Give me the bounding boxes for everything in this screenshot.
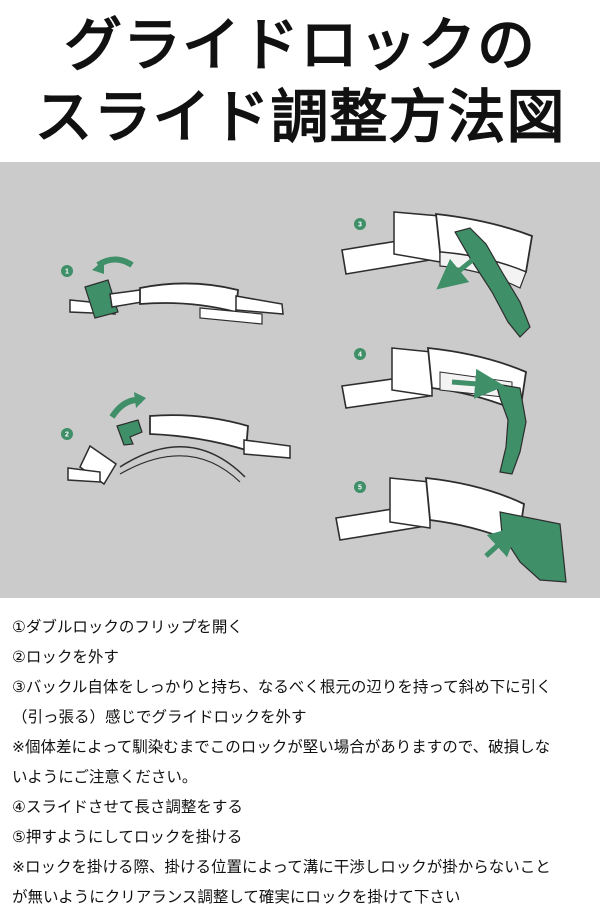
step-4-badge-label: 4 (358, 352, 362, 359)
step-4-arrow-icon (451, 368, 505, 399)
instruction-line: ④スライドさせて長さ調整をする (12, 798, 243, 816)
step-3-figure: 3 (341, 211, 534, 338)
instruction-line: ③バックル自体をしっかりと持ち、なるべく根元の辺りを持って斜め下に引く (12, 678, 552, 696)
step-1-figure: 1 (61, 256, 284, 325)
instruction-line: ②ロックを外す (12, 648, 119, 666)
step-2-badge-label: 2 (65, 432, 69, 439)
step-1-badge-label: 1 (65, 269, 69, 276)
step-2-lock-piece (116, 419, 143, 446)
step-1-badge (61, 265, 73, 277)
step-5-arrow-icon (484, 525, 520, 558)
step-5-bracelet-links (499, 511, 567, 583)
step-5-badge-label: 5 (358, 485, 362, 492)
step-1-flip-piece (84, 279, 119, 319)
step-3-badge-label: 3 (358, 222, 362, 229)
instruction-line: ①ダブルロックのフリップを開く (12, 618, 243, 636)
step-2-badge (61, 428, 73, 440)
step-3-bracelet-links (454, 227, 531, 338)
instruction-line: ※ロックを掛ける際、掛ける位置によって溝に干渉しロックが掛からないこと (12, 858, 551, 876)
step-5-badge (354, 481, 366, 493)
instruction-line: ※個体差によって馴染むまでこのロックが堅い場合がありますので、破損しな (12, 738, 551, 756)
step-4-figure: 4 (341, 346, 527, 475)
step-4-bracelet-links (495, 383, 527, 475)
step-5-figure: 5 (335, 476, 567, 583)
title-line-2: スライド調整方法図 (34, 83, 566, 151)
diagram-illustration: 1 2 3 (61, 211, 567, 583)
instruction-line: ⑤押すようにしてロックを掛ける (12, 828, 243, 846)
instruction-line: いようにご注意ください。 (12, 768, 198, 786)
step-2-figure: 2 (61, 392, 291, 486)
title-line-1: グライドロックの (63, 11, 536, 79)
step-3-arrow-icon (436, 255, 478, 290)
instruction-line: （引っ張る）感じでグライドロックを外す (12, 708, 307, 726)
page-title: グライドロックの スライド調整方法図 (0, 0, 600, 162)
adjustment-diagram: 1 2 3 (0, 162, 600, 598)
step-4-badge (354, 348, 366, 360)
step-3-badge (354, 218, 366, 230)
instruction-list: ①ダブルロックのフリップを開く ②ロックを外す ③バックル自体をしっかりと持ち、… (0, 600, 600, 912)
instruction-line: が無いようにクリアランス調整して確実にロックを掛けて下さい (12, 888, 461, 906)
